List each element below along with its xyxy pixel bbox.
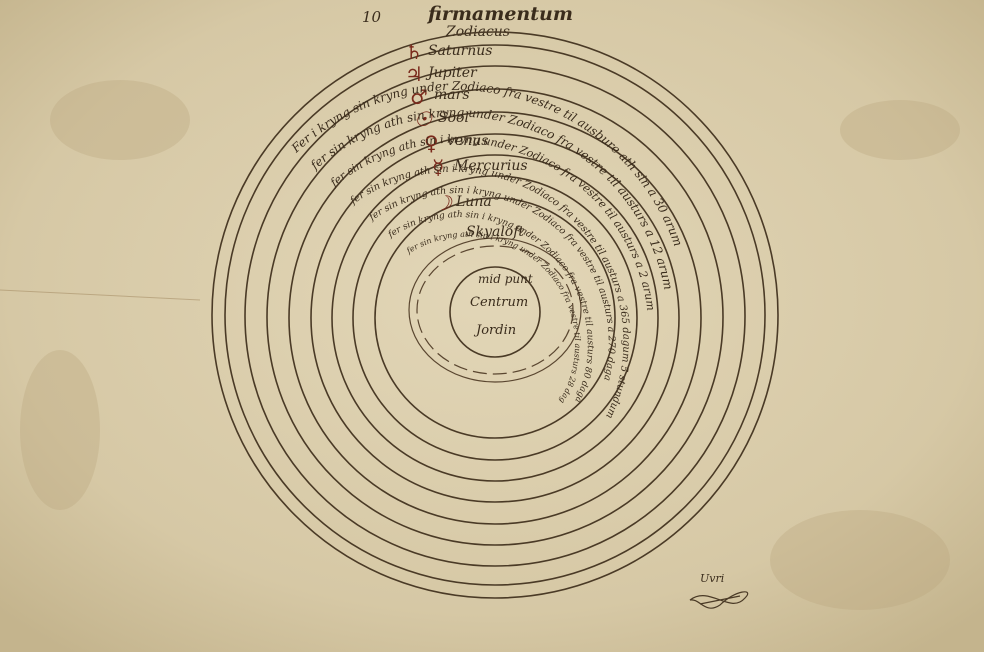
saturn-label: Saturnus — [428, 43, 493, 59]
circle-earth-outer — [449, 266, 541, 358]
circle-venus — [331, 154, 659, 482]
venus-label: venus — [447, 133, 488, 149]
jupiter-label: Jupiter — [425, 65, 478, 81]
circle-zodiac-outer — [211, 31, 779, 599]
page-crease — [0, 289, 201, 301]
moon-symbol: ☽ — [434, 191, 453, 215]
mercury-label: Mercurius — [453, 158, 528, 174]
saturn-symbol: ♄ — [405, 40, 423, 64]
center-line-1: mid punt — [478, 272, 533, 286]
jupiter-symbol: ♃ — [405, 62, 423, 86]
center-line-3: Jordin — [473, 323, 516, 338]
circle-saturn — [244, 65, 746, 567]
moon-label: Luna — [455, 194, 492, 210]
firmament-label: firmamentum — [426, 3, 573, 25]
orbit-circles — [211, 31, 779, 599]
circle-mars — [288, 111, 702, 525]
sky-label: Skyaloft — [466, 224, 524, 240]
venus-symbol: ♀ — [424, 131, 439, 155]
circle-jupiter — [266, 88, 724, 546]
page-number: 10 — [362, 8, 382, 26]
parchment-stains — [20, 80, 960, 610]
signature-text: Uvri — [700, 572, 724, 585]
cloud-ring — [408, 237, 582, 383]
circle-sun — [310, 133, 680, 503]
mars-label: mars — [434, 87, 470, 103]
sun-symbol: ☉ — [414, 107, 433, 131]
circle-moon — [374, 197, 616, 439]
circle-zodiac-inner — [224, 44, 766, 586]
circle-mercury — [352, 175, 638, 461]
center-line-2: Centrum — [470, 295, 528, 310]
signature-flourish — [689, 591, 749, 609]
planet-labels: ♄ Saturnus ♃ Jupiter ♂ mars ☉ Sool ♀ ven… — [405, 40, 528, 215]
mars-symbol: ♂ — [410, 85, 428, 109]
sun-label: Sool — [438, 110, 469, 126]
mercury-symbol: ☿ — [432, 155, 444, 179]
